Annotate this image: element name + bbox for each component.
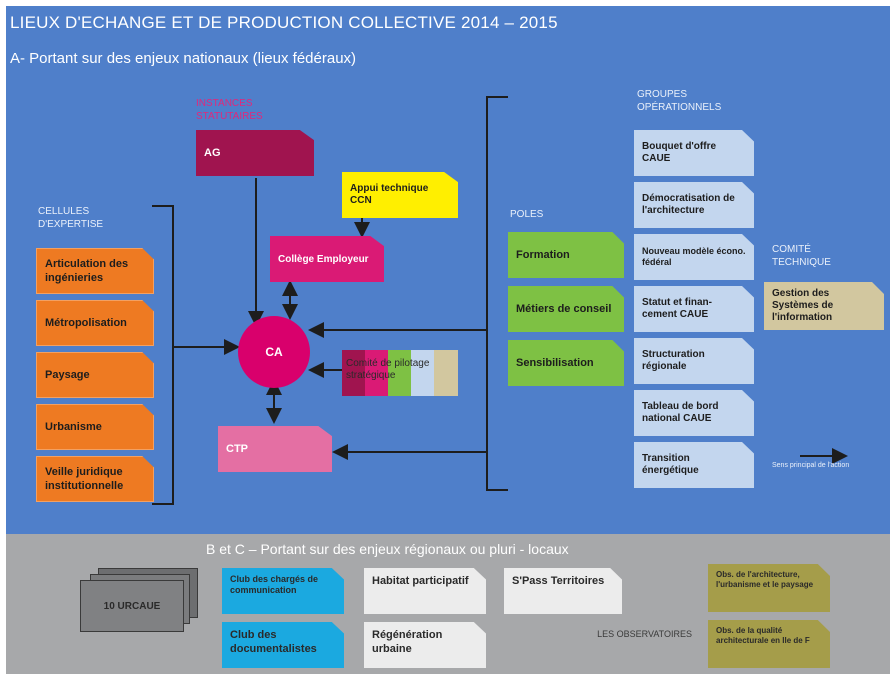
ctp-label: CTP — [226, 443, 248, 455]
groupes-heading: GROUPES OPÉRATIONNELS — [637, 89, 722, 113]
cellule-label: Articulation des ingénieries — [45, 258, 129, 284]
groupe-label: Démocratisation de l'architecture — [642, 193, 735, 216]
club-documentalistes-box: Club des documentalistes — [222, 622, 344, 668]
cellule-box-4: Urbanisme — [36, 404, 154, 450]
groupe-box-7: Transition énergétique — [634, 442, 754, 488]
appui-box: Appui technique CCN — [342, 172, 458, 218]
cellule-box-1: Articulation des ingénieries — [36, 248, 154, 294]
ca-label: CA — [265, 345, 283, 359]
ctp-box: CTP — [218, 426, 332, 472]
college-box: Collège Employeur — [270, 236, 384, 282]
comite-technique-label: Gestion des Systèmes de l'information — [772, 288, 834, 323]
instances-heading: INSTANCES STATUTAIRES — [196, 98, 263, 122]
regeneration-box: Régénération urbaine — [364, 622, 486, 668]
cellules-bracket — [152, 205, 174, 505]
cellules-heading: CELLULES D'EXPERTISE — [38, 206, 104, 230]
cellule-label: Métropolisation — [45, 317, 127, 329]
pole-label: Sensibilisation — [516, 357, 594, 369]
groupe-label: Statut et finan-cement CAUE — [642, 297, 712, 320]
urcaue-label: 10 URCAUE — [103, 600, 161, 612]
groupe-label: Nouveau modèle écono. fédéral — [642, 246, 746, 267]
comite-technique-box: Gestion des Systèmes de l'information — [764, 282, 884, 330]
groupe-box-5: Structuration régionale — [634, 338, 754, 384]
cellule-box-2: Métropolisation — [36, 300, 154, 346]
groupe-box-3: Nouveau modèle écono. fédéral — [634, 234, 754, 280]
cellule-box-3: Paysage — [36, 352, 154, 398]
pole-label: Formation — [516, 249, 570, 261]
observatoire-label: Obs. de la qualité architecturale en Ile… — [716, 626, 810, 645]
pilotage-box: Comité de pilotage stratégique — [342, 350, 458, 396]
groupe-box-4: Statut et finan-cement CAUE — [634, 286, 754, 332]
pole-box-2: Métiers de conseil — [508, 286, 624, 332]
habitat-box: Habitat participatif — [364, 568, 486, 614]
ca-node: CA — [238, 316, 310, 388]
observatoire-label: Obs. de l'architecture, l'urbanisme et l… — [716, 570, 814, 589]
legend-label: Sens principal de l'action — [772, 462, 850, 469]
cellule-label: Paysage — [45, 369, 90, 381]
club-communication-label: Club des chargés de communication — [230, 574, 319, 595]
ag-label: AG — [204, 147, 221, 159]
club-communication-box: Club des chargés de communication — [222, 568, 344, 614]
poles-bracket — [486, 96, 508, 491]
cellule-label: Veille juridique institutionnelle — [45, 466, 124, 492]
cellule-label: Urbanisme — [45, 421, 102, 433]
comite-technique-heading: COMITÉ TECHNIQUE — [772, 244, 831, 268]
groupe-box-2: Démocratisation de l'architecture — [634, 182, 754, 228]
pole-box-1: Formation — [508, 232, 624, 278]
groupe-label: Bouquet d'offre CAUE — [642, 141, 717, 164]
spass-box: S'Pass Territoires — [504, 568, 622, 614]
appui-label: Appui technique CCN — [350, 183, 429, 206]
college-label: Collège Employeur — [278, 253, 369, 265]
regeneration-label: Régénération urbaine — [372, 629, 443, 655]
groupe-box-6: Tableau de bord national CAUE — [634, 390, 754, 436]
groupe-label: Transition énergétique — [642, 453, 699, 476]
section-bc-heading: B et C – Portant sur des enjeux régionau… — [206, 541, 569, 557]
groupe-label: Structuration régionale — [642, 349, 705, 372]
observatoires-heading: LES OBSERVATOIRES — [597, 629, 692, 639]
groupe-box-1: Bouquet d'offre CAUE — [634, 130, 754, 176]
urcaue-box: 10 URCAUE — [80, 580, 184, 632]
groupe-label: Tableau de bord national CAUE — [642, 401, 719, 424]
pole-label: Métiers de conseil — [516, 303, 612, 315]
habitat-label: Habitat participatif — [372, 575, 469, 587]
pilotage-label: Comité de pilotage stratégique — [346, 358, 430, 381]
section-a-heading: A- Portant sur des enjeux nationaux (lie… — [10, 50, 357, 67]
pole-box-3: Sensibilisation — [508, 340, 624, 386]
page-title: LIEUX D'ECHANGE ET DE PRODUCTION COLLECT… — [10, 13, 558, 32]
observatoire-box-1: Obs. de l'architecture, l'urbanisme et l… — [708, 564, 830, 612]
club-documentalistes-label: Club des documentalistes — [230, 629, 317, 655]
observatoire-box-2: Obs. de la qualité architecturale en Ile… — [708, 620, 830, 668]
ag-box: AG — [196, 130, 314, 176]
spass-label: S'Pass Territoires — [512, 575, 605, 587]
cellule-box-5: Veille juridique institutionnelle — [36, 456, 154, 502]
poles-heading: POLES — [510, 209, 544, 220]
